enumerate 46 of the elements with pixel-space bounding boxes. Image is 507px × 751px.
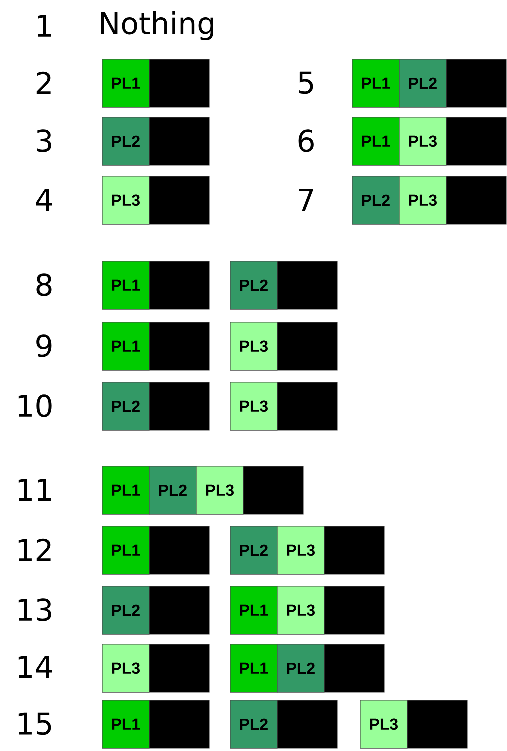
row-number: 3 [37,130,52,152]
row-number: 13 [18,598,52,622]
row-number: 9 [36,334,52,358]
segment-box: PL2 [352,176,400,225]
segment-box: PL2 [230,261,278,310]
segment-box: PL3 [196,466,244,515]
row-number: 1 [38,15,52,37]
row-number: 14 [18,656,52,678]
segment-box: PL3 [399,117,447,166]
segment-box: PL3 [102,644,150,693]
row-number: 5 [299,72,314,94]
segment-box: PL1 [352,117,400,166]
segment-box: PL3 [277,526,325,575]
segment-box: PL1 [102,526,150,575]
segment-box: PL1 [102,261,150,310]
segment-box: PL3 [230,322,278,371]
segment-box: PL3 [399,176,447,225]
segment-box: PL1 [352,59,400,108]
segment-box: PL2 [277,644,325,693]
segment-box: PL3 [277,586,325,635]
segment-box: PL2 [102,382,150,431]
row-number: 6 [298,130,314,152]
row-label: Nothing [101,12,214,41]
segment-box: PL1 [102,322,150,371]
segment-box: PL1 [102,700,150,749]
row-number: 15 [18,712,52,736]
segment-box: PL2 [149,466,197,515]
segment-box: PL2 [230,700,278,749]
segment-box: PL1 [102,59,150,108]
row-number: 12 [18,538,51,562]
row-number: 7 [299,189,314,211]
segment-box: PL3 [230,382,278,431]
row-number: 2 [36,72,51,94]
row-number: 4 [36,189,52,211]
segment-box: PL1 [102,466,150,515]
segment-box: PL2 [399,59,447,108]
segment-box: PL3 [102,176,150,225]
row-number: 8 [36,274,52,296]
row-number: 11 [18,479,52,501]
segment-box: PL1 [230,586,278,635]
segment-box: PL3 [360,700,408,749]
segment-box: PL2 [102,586,150,635]
segment-box: PL1 [230,644,278,693]
row-number: 10 [18,394,52,418]
segment-box: PL2 [230,526,278,575]
segment-box: PL2 [102,117,150,166]
